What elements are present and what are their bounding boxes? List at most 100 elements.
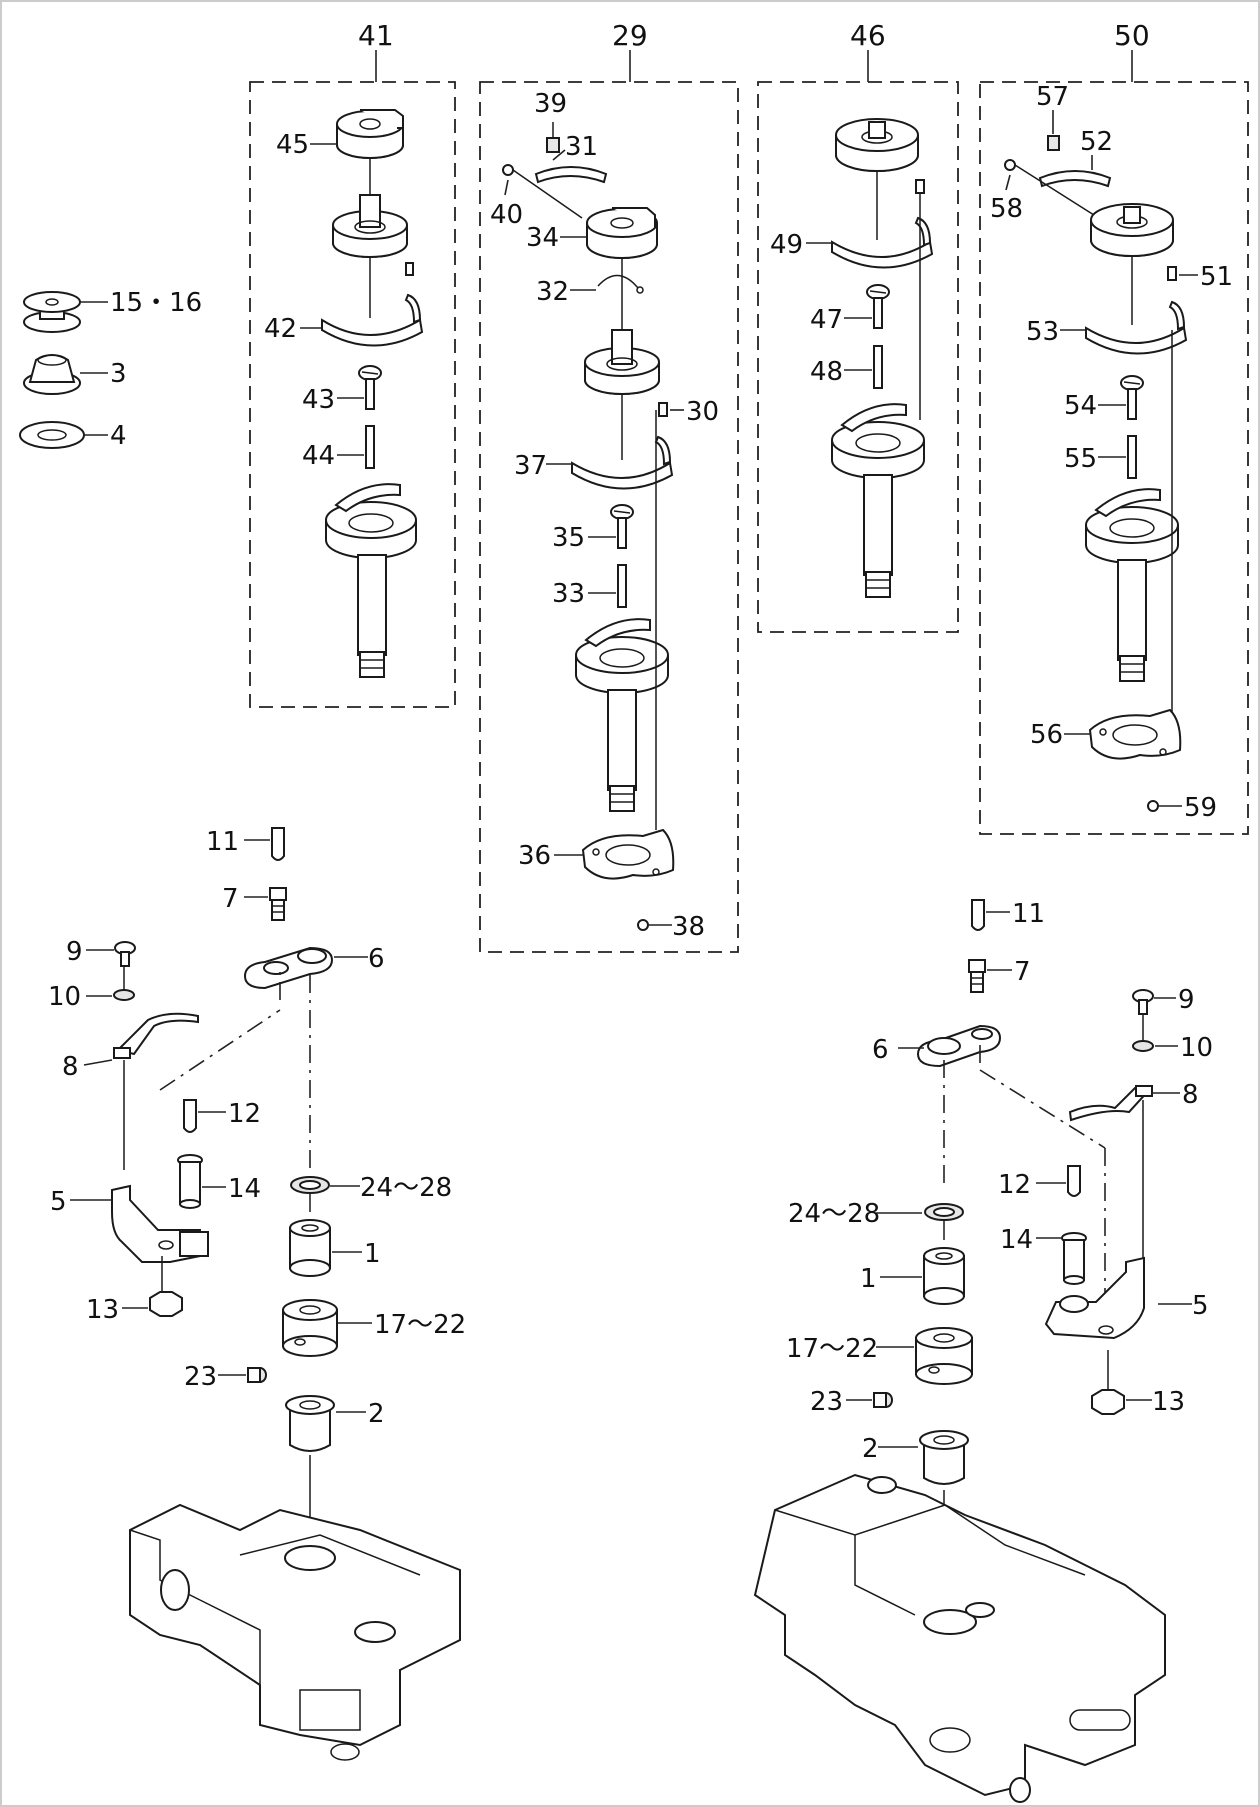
ring-spring-32 xyxy=(597,274,639,289)
label-8-left: 8 xyxy=(62,1052,79,1082)
group-50-number: 50 xyxy=(1114,19,1150,52)
part-7-right xyxy=(968,959,986,993)
label-11-left: 11 xyxy=(206,827,239,857)
label-40: 40 xyxy=(490,200,523,230)
label-8-right: 8 xyxy=(1182,1080,1199,1110)
bushing-17-22-right xyxy=(915,1327,973,1385)
screw-9-left xyxy=(114,941,136,967)
group-46: 46 49 47 48 xyxy=(757,19,959,633)
bushing-17-22-left xyxy=(282,1299,338,1357)
group-29-box xyxy=(479,81,739,953)
bracket-5-left xyxy=(111,1184,209,1263)
label-54: 54 xyxy=(1064,391,1097,421)
hook-body-46 xyxy=(835,118,919,172)
crank-6-left xyxy=(243,946,334,990)
label-2-right: 2 xyxy=(862,1434,879,1464)
label-12-right: 12 xyxy=(998,1170,1031,1200)
group-29-number: 29 xyxy=(612,19,648,52)
label-1-right: 1 xyxy=(860,1264,877,1294)
label-13-right: 13 xyxy=(1152,1387,1185,1417)
hook-body-41 xyxy=(332,194,408,258)
label-1-left: 1 xyxy=(364,1239,381,1269)
screw-39 xyxy=(546,122,560,153)
bobbin-case-45 xyxy=(336,109,404,159)
spare-parts: 15・16 3 4 xyxy=(19,288,202,451)
spring-52 xyxy=(1038,170,1112,188)
label-31: 31 xyxy=(565,132,598,162)
screw-9-right xyxy=(1132,989,1154,1015)
label-12-left: 12 xyxy=(228,1099,261,1129)
label-9-right: 9 xyxy=(1178,985,1195,1015)
label-23-right: 23 xyxy=(810,1387,843,1417)
washer-24-28-left xyxy=(290,1176,330,1194)
label-17-22-left: 17～22 xyxy=(374,1310,466,1340)
part-3 xyxy=(23,354,81,395)
label-14-right: 14 xyxy=(1000,1225,1033,1255)
label-48: 48 xyxy=(810,357,843,387)
left-lower-assembly: 11 7 6 9 10 8 xyxy=(48,827,466,1761)
label-35: 35 xyxy=(552,523,585,553)
label-38: 38 xyxy=(672,912,705,942)
label-43: 43 xyxy=(302,385,335,415)
screw-57 xyxy=(1047,135,1060,151)
label-17-22-right: 17～22 xyxy=(786,1334,878,1364)
crank-6-right xyxy=(916,1024,1002,1068)
label-2-left: 2 xyxy=(368,1399,385,1429)
label-52: 52 xyxy=(1080,127,1113,157)
part-12-left xyxy=(183,1099,197,1133)
bushing-14-right xyxy=(1061,1232,1087,1285)
gib-42 xyxy=(321,318,424,347)
bushing-2-right xyxy=(919,1430,969,1485)
gib-37 xyxy=(571,461,674,490)
label-4: 4 xyxy=(110,421,127,451)
bobbin-case-34 xyxy=(586,207,658,259)
label-39: 39 xyxy=(534,89,567,119)
label-11-right: 11 xyxy=(1012,899,1045,929)
screw-30 xyxy=(658,402,668,417)
label-5-right: 5 xyxy=(1192,1291,1209,1321)
label-32: 32 xyxy=(536,277,569,307)
part-12-right xyxy=(1067,1165,1081,1197)
washer-4 xyxy=(19,421,85,449)
pin-48 xyxy=(873,345,883,389)
setscrew-23-left xyxy=(247,1367,267,1383)
screw-small-41 xyxy=(405,262,414,276)
rotary-hook-46 xyxy=(831,403,925,598)
part-7-left xyxy=(269,887,287,921)
label-49: 49 xyxy=(770,230,803,260)
thread-guide-8-left xyxy=(116,1012,199,1056)
screw-59 xyxy=(1147,800,1159,812)
label-24-28-right: 24～28 xyxy=(788,1199,880,1229)
label-3: 3 xyxy=(110,359,127,389)
label-51: 51 xyxy=(1200,262,1233,292)
label-5-left: 5 xyxy=(50,1187,67,1217)
label-45: 45 xyxy=(276,130,309,160)
screw-35 xyxy=(610,504,634,549)
label-30: 30 xyxy=(686,397,719,427)
nut-13-right xyxy=(1091,1389,1125,1415)
label-7-right: 7 xyxy=(1014,957,1031,987)
washer-10-right xyxy=(1132,1040,1154,1052)
group-50: 50 57 52 58 51 53 xyxy=(979,19,1249,835)
bushing-1-left xyxy=(289,1219,331,1277)
label-6-left: 6 xyxy=(368,944,385,974)
group-50-box xyxy=(979,81,1249,835)
machine-bed-left xyxy=(129,1503,461,1761)
group-41-box xyxy=(249,81,456,708)
washer-10-left xyxy=(113,989,135,1001)
label-6-right: 6 xyxy=(872,1035,889,1065)
screw-51 xyxy=(1167,266,1177,281)
hook-body-29 xyxy=(584,329,660,395)
setscrew-23-right xyxy=(873,1392,893,1408)
screw-47 xyxy=(866,284,890,329)
pin-33 xyxy=(617,564,627,608)
rotary-hook-29 xyxy=(575,618,669,812)
pin-55 xyxy=(1127,435,1137,479)
rotary-hook-41 xyxy=(325,483,417,678)
right-lower-assembly: 11 7 6 9 10 xyxy=(753,899,1213,1803)
label-7-left: 7 xyxy=(222,884,239,914)
label-14-left: 14 xyxy=(228,1174,261,1204)
plate-36 xyxy=(581,828,675,880)
